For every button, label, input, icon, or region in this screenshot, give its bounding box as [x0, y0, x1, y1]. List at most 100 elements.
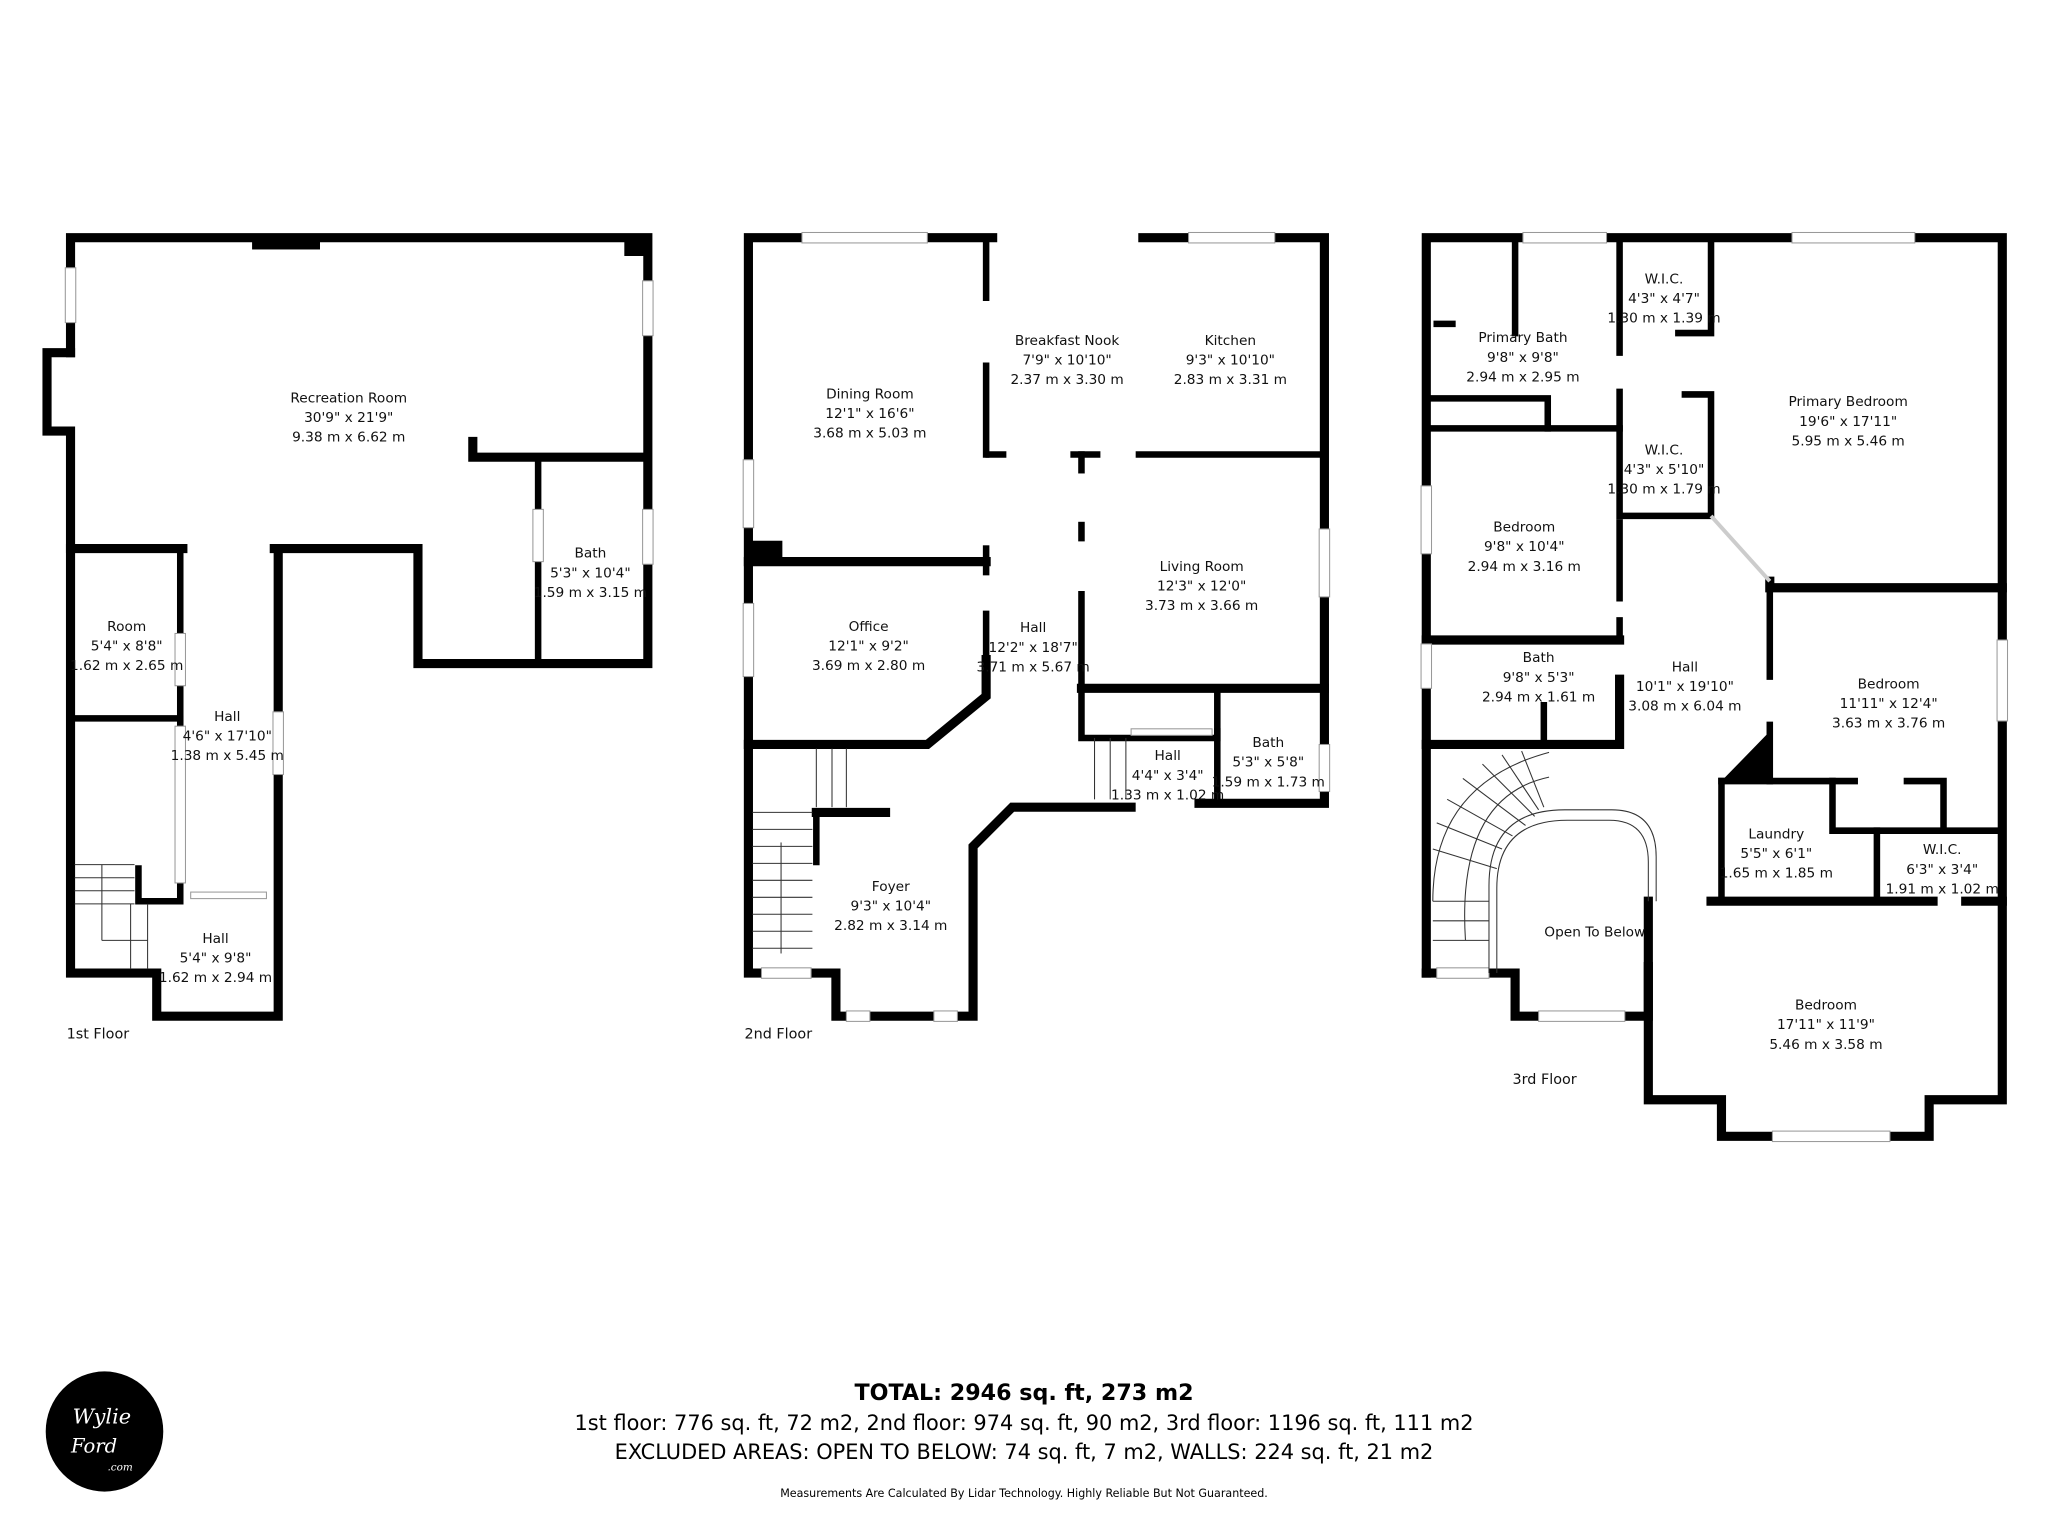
- room-metric-dimensions: 2.83 m x 3.31 m: [1174, 372, 1287, 388]
- floor-label-1st: 1st Floor: [67, 1026, 130, 1042]
- room-labels: Recreation Room 30'9" x 21'9" 9.38 m x 6.6…: [70, 271, 1999, 1052]
- room-imperial-dimensions: 4'4" x 3'4": [1132, 768, 1204, 784]
- room-name: Hall: [214, 709, 240, 725]
- room-name: Primary Bedroom: [1789, 394, 1908, 410]
- room-name: Breakfast Nook: [1015, 333, 1120, 349]
- room-name: Primary Bath: [1478, 330, 1567, 346]
- room-imperial-dimensions: 4'3" x 5'10": [1624, 462, 1705, 478]
- room-metric-dimensions: 3.69 m x 2.80 m: [812, 658, 925, 674]
- floor-areas: 1st floor: 776 sq. ft, 72 m2, 2nd floor:…: [575, 1411, 1474, 1435]
- room-metric-dimensions: 5.95 m x 5.46 m: [1792, 433, 1905, 449]
- room-metric-dimensions: 1.62 m x 2.94 m: [159, 970, 272, 986]
- room-name: Bedroom: [1858, 676, 1920, 692]
- room-name: W.I.C.: [1645, 443, 1684, 459]
- room-imperial-dimensions: 12'3" x 12'0": [1157, 578, 1246, 594]
- room-imperial-dimensions: 17'11" x 11'9": [1777, 1017, 1875, 1033]
- room-metric-dimensions: 1.62 m x 2.65 m: [70, 658, 183, 674]
- room-metric-dimensions: 1.30 m x 1.39 m: [1607, 311, 1720, 327]
- room-name: Kitchen: [1205, 333, 1257, 349]
- room-metric-dimensions: 1.30 m x 1.79 m: [1607, 482, 1720, 498]
- room-name: Room: [107, 619, 146, 635]
- room-label: Dining Room 12'1" x 16'6" 3.68 m x 5.03 m: [813, 386, 926, 441]
- room-metric-dimensions: 2.94 m x 1.61 m: [1482, 689, 1595, 705]
- room-imperial-dimensions: 4'3" x 4'7": [1628, 291, 1700, 307]
- room-imperial-dimensions: 12'2" x 18'7": [989, 640, 1078, 656]
- excluded-areas: EXCLUDED AREAS: OPEN TO BELOW: 74 sq. ft…: [615, 1440, 1434, 1464]
- room-label: Living Room 12'3" x 12'0" 3.73 m x 3.66 m: [1145, 559, 1258, 614]
- room-label: Hall 12'2" x 18'7" 3.71 m x 5.67 m: [977, 620, 1090, 675]
- third-floor-plan: [1420, 231, 2009, 1143]
- svg-text:.com: .com: [107, 1462, 132, 1474]
- floor-label-2nd: 2nd Floor: [744, 1026, 812, 1042]
- svg-text:Ford: Ford: [70, 1434, 117, 1457]
- room-label: Hall 4'4" x 3'4" 1.33 m x 1.02 m: [1111, 748, 1224, 803]
- room-label: W.I.C. 6'3" x 3'4" 1.91 m x 1.02 m: [1886, 842, 1999, 897]
- room-metric-dimensions: 1.65 m x 1.85 m: [1720, 866, 1833, 882]
- room-name: Hall: [202, 931, 228, 947]
- room-metric-dimensions: 3.73 m x 3.66 m: [1145, 598, 1258, 614]
- disclaimer: Measurements Are Calculated By Lidar Tec…: [780, 1487, 1268, 1500]
- room-name: Open To Below: [1544, 924, 1645, 940]
- room-name: Bath: [1252, 735, 1284, 751]
- room-name: Bath: [574, 546, 606, 562]
- room-metric-dimensions: 9.38 m x 6.62 m: [292, 429, 405, 445]
- room-imperial-dimensions: 4'6" x 17'10": [183, 729, 272, 745]
- room-metric-dimensions: 2.94 m x 3.16 m: [1468, 559, 1581, 575]
- room-imperial-dimensions: 9'3" x 10'10": [1186, 352, 1275, 368]
- room-metric-dimensions: 3.71 m x 5.67 m: [977, 659, 1090, 675]
- room-imperial-dimensions: 30'9" x 21'9": [304, 410, 393, 426]
- room-metric-dimensions: 1.38 m x 5.45 m: [171, 748, 284, 764]
- room-imperial-dimensions: 11'11" x 12'4": [1840, 696, 1938, 712]
- wylie-ford-logo: Wylie Ford .com: [45, 1371, 164, 1492]
- floor-label-3rd: 3rd Floor: [1512, 1072, 1576, 1088]
- room-imperial-dimensions: 12'1" x 9'2": [828, 638, 909, 654]
- room-imperial-dimensions: 19'6" x 17'11": [1799, 414, 1897, 430]
- room-metric-dimensions: 2.94 m x 2.95 m: [1466, 369, 1579, 385]
- room-name: Bedroom: [1493, 520, 1555, 536]
- room-imperial-dimensions: 9'3" x 10'4": [850, 898, 931, 914]
- room-metric-dimensions: 2.82 m x 3.14 m: [834, 918, 947, 934]
- room-metric-dimensions: 1.59 m x 1.73 m: [1212, 774, 1325, 790]
- room-label: Open To Below: [1544, 924, 1645, 940]
- room-metric-dimensions: 2.37 m x 3.30 m: [1010, 372, 1123, 388]
- room-label: Kitchen 9'3" x 10'10" 2.83 m x 3.31 m: [1174, 333, 1287, 388]
- room-metric-dimensions: 1.33 m x 1.02 m: [1111, 787, 1224, 803]
- total-area: TOTAL: 2946 sq. ft, 273 m2: [854, 1380, 1193, 1406]
- room-label: Primary Bath 9'8" x 9'8" 2.94 m x 2.95 m: [1466, 330, 1579, 385]
- room-metric-dimensions: 1.91 m x 1.02 m: [1886, 881, 1999, 897]
- room-name: Hall: [1155, 748, 1181, 764]
- room-imperial-dimensions: 5'4" x 8'8": [91, 638, 163, 654]
- room-imperial-dimensions: 6'3" x 3'4": [1906, 862, 1978, 878]
- room-label: Hall 4'6" x 17'10" 1.38 m x 5.45 m: [171, 709, 284, 764]
- room-label: W.I.C. 4'3" x 5'10" 1.30 m x 1.79 m: [1607, 443, 1720, 498]
- room-name: Bedroom: [1795, 998, 1857, 1014]
- svg-text:Wylie: Wylie: [73, 1405, 132, 1429]
- room-metric-dimensions: 3.68 m x 5.03 m: [813, 426, 926, 442]
- room-imperial-dimensions: 9'8" x 9'8": [1487, 350, 1559, 366]
- second-floor-plan: [742, 231, 1331, 1022]
- room-name: Living Room: [1160, 559, 1244, 575]
- room-metric-dimensions: 1.59 m x 3.15 m: [534, 585, 647, 601]
- room-metric-dimensions: 3.08 m x 6.04 m: [1628, 699, 1741, 715]
- room-name: Recreation Room: [290, 390, 407, 406]
- room-label: W.I.C.4'3" x 4'7"1.30 m x 1.39 m: [1607, 271, 1720, 326]
- room-name: Dining Room: [826, 386, 914, 402]
- room-name: W.I.C.: [1923, 842, 1962, 858]
- room-imperial-dimensions: 12'1" x 16'6": [825, 406, 914, 422]
- room-name: Hall: [1672, 659, 1698, 675]
- room-name: Hall: [1020, 620, 1046, 636]
- room-imperial-dimensions: 5'5" x 6'1": [1740, 846, 1812, 862]
- room-metric-dimensions: 3.63 m x 3.76 m: [1832, 716, 1945, 732]
